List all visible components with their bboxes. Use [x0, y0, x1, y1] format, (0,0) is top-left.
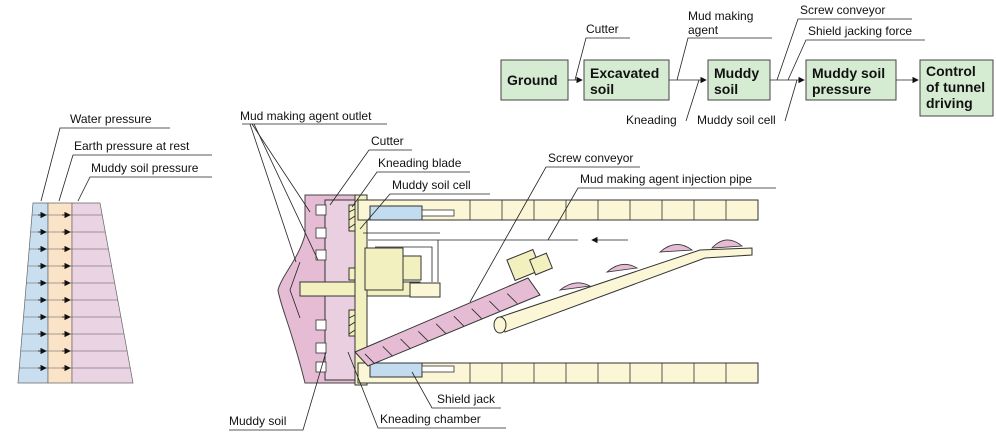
flow-leader-kneading: [685, 79, 700, 122]
cell-6: [315, 361, 327, 373]
screw-flight: [400, 338, 411, 350]
belt-pulley: [493, 316, 507, 334]
flow-box-muddy-soil-label: Muddy: [714, 65, 759, 81]
screw-flight: [471, 308, 482, 319]
leader-earth-pressure: [58, 154, 212, 202]
cell-1: [315, 204, 327, 216]
screw-flights: [364, 293, 518, 365]
flow-box-muddy-soil-pressure-label: Muddy soil: [812, 65, 885, 81]
segment-joints-bottom: [469, 363, 727, 383]
shield-jack-bottom: [369, 362, 423, 378]
flow-leader-jacking-force: [787, 39, 925, 81]
flow-box-excavated-soil: [583, 59, 670, 101]
leader-cutter: [329, 149, 412, 206]
earth-pressure-band: [47, 202, 73, 384]
screw-motor-end: [529, 252, 553, 276]
flow-label-jacking-force: Shield jacking force: [808, 24, 912, 38]
screw-conveyor: [354, 277, 541, 367]
label-mud-agent-outlet: Mud making agent outlet: [240, 109, 372, 123]
drive-motor-end: [402, 255, 422, 281]
segment-ring-top: [357, 199, 759, 221]
shield-machine: Mud making agent outlet Cutter Kneading …: [229, 109, 776, 431]
muddy-soil-pressure-band: [71, 202, 134, 384]
cutter-cone: [289, 261, 301, 319]
screw-flight: [364, 353, 376, 365]
flow-label-muddy-soil-cell: Muddy soil cell: [697, 113, 776, 127]
soil-pile-3: [658, 244, 694, 253]
injection-pipe-b: [375, 246, 433, 282]
flow-leader-screw-conveyor: [776, 18, 912, 81]
flow-label-kneading: Kneading: [626, 113, 677, 127]
label-kneading-chamber: Kneading chamber: [380, 412, 481, 426]
flow-leader-mud-agent: [676, 37, 772, 81]
label-kneading-blade: Kneading blade: [378, 156, 462, 170]
flow-leader-muddy-soil-cell: [784, 79, 798, 122]
label-water-pressure: Water pressure: [70, 112, 152, 126]
soil-pile-2: [605, 263, 639, 273]
flow-label-cutter: Cutter: [586, 22, 619, 36]
leader-muddy-soil-cell: [359, 193, 490, 230]
flow-box-excavated-soil-label: Excavated: [590, 65, 659, 81]
cell-4: [315, 319, 327, 331]
flow-box-excavated-soil-label-2: soil: [590, 81, 614, 97]
screw-flight: [435, 323, 447, 335]
drive-motor: [364, 247, 404, 291]
leader-outlet-2: [251, 123, 311, 213]
leader-shield-jack: [411, 371, 501, 409]
pressure-diagram: Water pressure Earth pressure at rest Mu…: [17, 112, 212, 384]
label-injection-pipe: Mud making agent injection pipe: [580, 172, 752, 186]
leader-muddy-soil-pressure: [77, 176, 212, 202]
soil-pile-4: [711, 239, 744, 249]
shaft-coupling: [409, 282, 441, 298]
pressure-row-lines: [19, 211, 131, 372]
segment-ring-bottom: [357, 362, 759, 384]
label-screw-conveyor: Screw conveyor: [548, 151, 633, 165]
flow-label-screw-conveyor: Screw conveyor: [800, 3, 885, 17]
flow-box-control-label: Control: [926, 63, 976, 79]
leader-muddy-soil: [229, 351, 327, 431]
flow-box-muddy-soil: [707, 59, 771, 101]
flow-box-control: [919, 59, 994, 117]
leader-water-pressure: [40, 127, 170, 202]
label-muddy-soil-cell: Muddy soil cell: [392, 178, 471, 192]
belt-conveyor: [496, 247, 753, 333]
screw-flight: [506, 293, 518, 304]
soil-pile-1: [558, 282, 592, 291]
cell-2: [315, 227, 327, 239]
flow-label-mud-agent-2: agent: [688, 23, 719, 37]
leader-outlet-1: [249, 123, 297, 263]
jack-rod-top: [421, 209, 455, 217]
screw-flight: [382, 346, 394, 357]
flow-box-ground: [500, 59, 569, 101]
flow-box-ground-label: Ground: [507, 72, 558, 88]
flow-box-control-label-3: driving: [926, 95, 973, 111]
screw-flight: [489, 300, 500, 312]
leader-kneading-blade: [351, 171, 470, 208]
leader-outlet-3: [253, 123, 319, 261]
leader-screw-conveyor: [469, 166, 640, 303]
water-pressure-band: [17, 202, 49, 384]
segment-joints-top: [469, 200, 727, 220]
screw-flight: [453, 315, 465, 327]
jack-rod-bottom: [421, 365, 455, 373]
leader-kneading-chamber: [347, 351, 506, 429]
leader-injection-pipe: [547, 187, 776, 241]
flow-leader-cutter: [574, 37, 630, 81]
flow-box-control-label-2: of tunnel: [926, 79, 985, 95]
label-muddy-soil-pressure: Muddy soil pressure: [91, 161, 199, 175]
screw-flight: [418, 331, 429, 342]
label-earth-pressure: Earth pressure at rest: [74, 139, 190, 153]
cell-5: [315, 342, 327, 354]
flow-box-muddy-soil-label-2: soil: [714, 81, 738, 97]
flow-box-muddy-soil-pressure-label-2: pressure: [812, 81, 871, 97]
flow-chart: Ground Excavated soil Muddy soil Muddy s…: [500, 3, 994, 127]
flow-label-mud-agent: Mud making: [688, 9, 753, 23]
label-shield-jack: Shield jack: [437, 392, 496, 406]
label-muddy-soil: Muddy soil: [229, 414, 286, 428]
label-cutter: Cutter: [371, 134, 404, 148]
